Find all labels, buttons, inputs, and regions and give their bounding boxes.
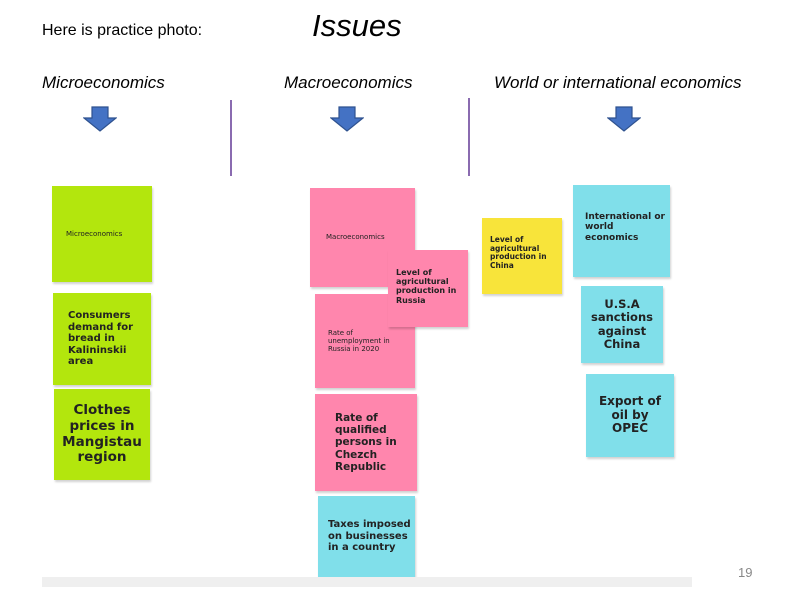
down-arrow-icon xyxy=(83,106,117,132)
sticky-note-agri-russia: Level of agricultural production in Russ… xyxy=(388,250,468,327)
sticky-note-sanctions: U.S.A sanctions against China xyxy=(581,286,663,363)
divider-line xyxy=(468,98,470,176)
column-heading-macro: Macroeconomics xyxy=(284,73,413,92)
slide-title: Issues xyxy=(312,8,402,43)
note-text: Rate of qualified persons in Chezch Repu… xyxy=(335,412,397,473)
down-arrow-icon xyxy=(330,106,364,132)
sticky-note-taxes: Taxes imposed on businesses in a country xyxy=(318,496,415,577)
page-number: 19 xyxy=(738,565,753,580)
note-text: Macroeconomics xyxy=(326,233,385,241)
note-text: Level of agricultural production in Russ… xyxy=(396,268,457,305)
sticky-note-macro-header: Macroeconomics xyxy=(310,188,415,287)
column-heading-world: World or international economics xyxy=(494,73,742,92)
note-text: Export of oil by OPEC xyxy=(598,393,662,436)
sticky-note-micro-header: Microeconomics xyxy=(52,186,152,282)
note-text: International or world economics xyxy=(585,212,665,243)
note-text: Consumers demand for bread in Kalininski… xyxy=(68,310,134,368)
down-arrow-icon xyxy=(607,106,641,132)
intro-text: Here is practice photo: xyxy=(42,22,203,39)
column-heading-micro: Microeconomics xyxy=(42,73,165,92)
sticky-note-agri-china: Level of agricultural production in Chin… xyxy=(482,218,562,294)
sticky-note-intl-header: International or world economics xyxy=(573,185,670,277)
note-text: Clothes prices in Mangistau region xyxy=(62,402,142,466)
divider-line xyxy=(230,100,232,176)
note-text: U.S.A sanctions against China xyxy=(591,297,653,351)
sticky-note-opec: Export of oil by OPEC xyxy=(586,374,674,457)
note-text: Level of agricultural production in Chin… xyxy=(490,235,547,270)
bottom-bar xyxy=(42,577,692,587)
sticky-note-qualified: Rate of qualified persons in Chezch Repu… xyxy=(315,394,417,491)
sticky-note-clothes: Clothes prices in Mangistau region xyxy=(54,389,150,480)
sticky-note-consumers: Consumers demand for bread in Kalininski… xyxy=(53,293,151,385)
note-text: Rate of unemployment in Russia in 2020 xyxy=(328,328,390,354)
note-text: Microeconomics xyxy=(66,229,123,238)
note-text: Taxes imposed on businesses in a country xyxy=(328,519,411,554)
